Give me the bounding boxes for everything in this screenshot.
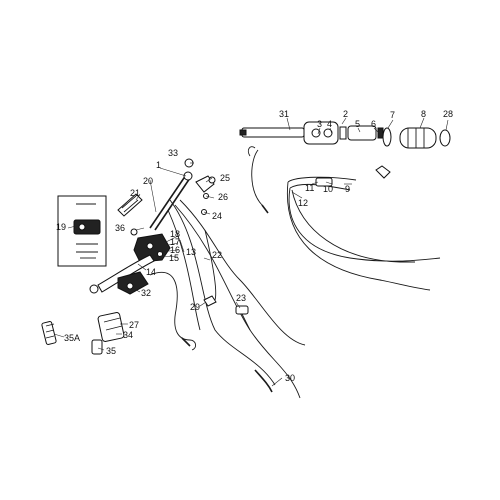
- label-30: 30: [285, 373, 295, 383]
- label-15: 15: [169, 253, 179, 263]
- label-29: 29: [190, 302, 200, 312]
- end-cap-part: [439, 129, 451, 147]
- ring-part: [382, 127, 392, 147]
- label-1: 1: [156, 160, 161, 170]
- label-23: 23: [236, 293, 246, 303]
- label-13: 13: [186, 247, 196, 257]
- label-35a: 35A: [64, 333, 80, 343]
- master-cylinder-part: [97, 312, 125, 342]
- left-controls: [41, 193, 171, 355]
- throttle-housing-part: [303, 121, 339, 145]
- label-25: 25: [220, 173, 230, 183]
- screw-part: [130, 228, 138, 236]
- label-22: 22: [212, 250, 222, 260]
- label-12: 12: [298, 198, 308, 208]
- label-19: 19: [56, 222, 66, 232]
- adjuster-part: [235, 305, 249, 315]
- part-number-labels: 1 2 3 4 5 6 7 8 9 10 11 12 13 14 15 16 1…: [56, 109, 453, 383]
- label-26: 26: [218, 192, 228, 202]
- label-11: 11: [305, 183, 314, 193]
- label-34: 34: [123, 330, 133, 340]
- label-10: 10: [323, 184, 333, 194]
- bolt-35a-part: [41, 321, 57, 345]
- label-7: 7: [390, 110, 395, 120]
- label-35: 35: [106, 346, 116, 356]
- lever-part: [97, 254, 155, 293]
- center-cables: [149, 158, 306, 399]
- label-28: 28: [443, 109, 453, 119]
- throttle-assembly: [239, 121, 451, 291]
- label-24: 24: [212, 211, 222, 221]
- handlebar-tube-part: [241, 127, 305, 138]
- label-36: 36: [115, 223, 125, 233]
- label-27: 27: [129, 320, 139, 330]
- label-4: 4: [327, 119, 332, 129]
- label-16: 16: [170, 245, 180, 255]
- label-21: 21: [130, 188, 140, 198]
- label-3: 3: [317, 119, 322, 129]
- label-32: 32: [141, 288, 151, 298]
- label-17: 17: [170, 237, 180, 247]
- label-14: 14: [146, 267, 156, 277]
- label-8: 8: [421, 109, 426, 119]
- leader-lines: [53, 117, 449, 387]
- label-18: 18: [170, 229, 180, 239]
- label-5: 5: [355, 119, 360, 129]
- label-2: 2: [343, 109, 348, 119]
- label-9: 9: [345, 184, 350, 194]
- label-20: 20: [143, 176, 153, 186]
- grip-part: [399, 127, 437, 149]
- label-33: 33: [168, 148, 178, 158]
- label-31: 31: [279, 109, 289, 119]
- label-6: 6: [371, 119, 376, 129]
